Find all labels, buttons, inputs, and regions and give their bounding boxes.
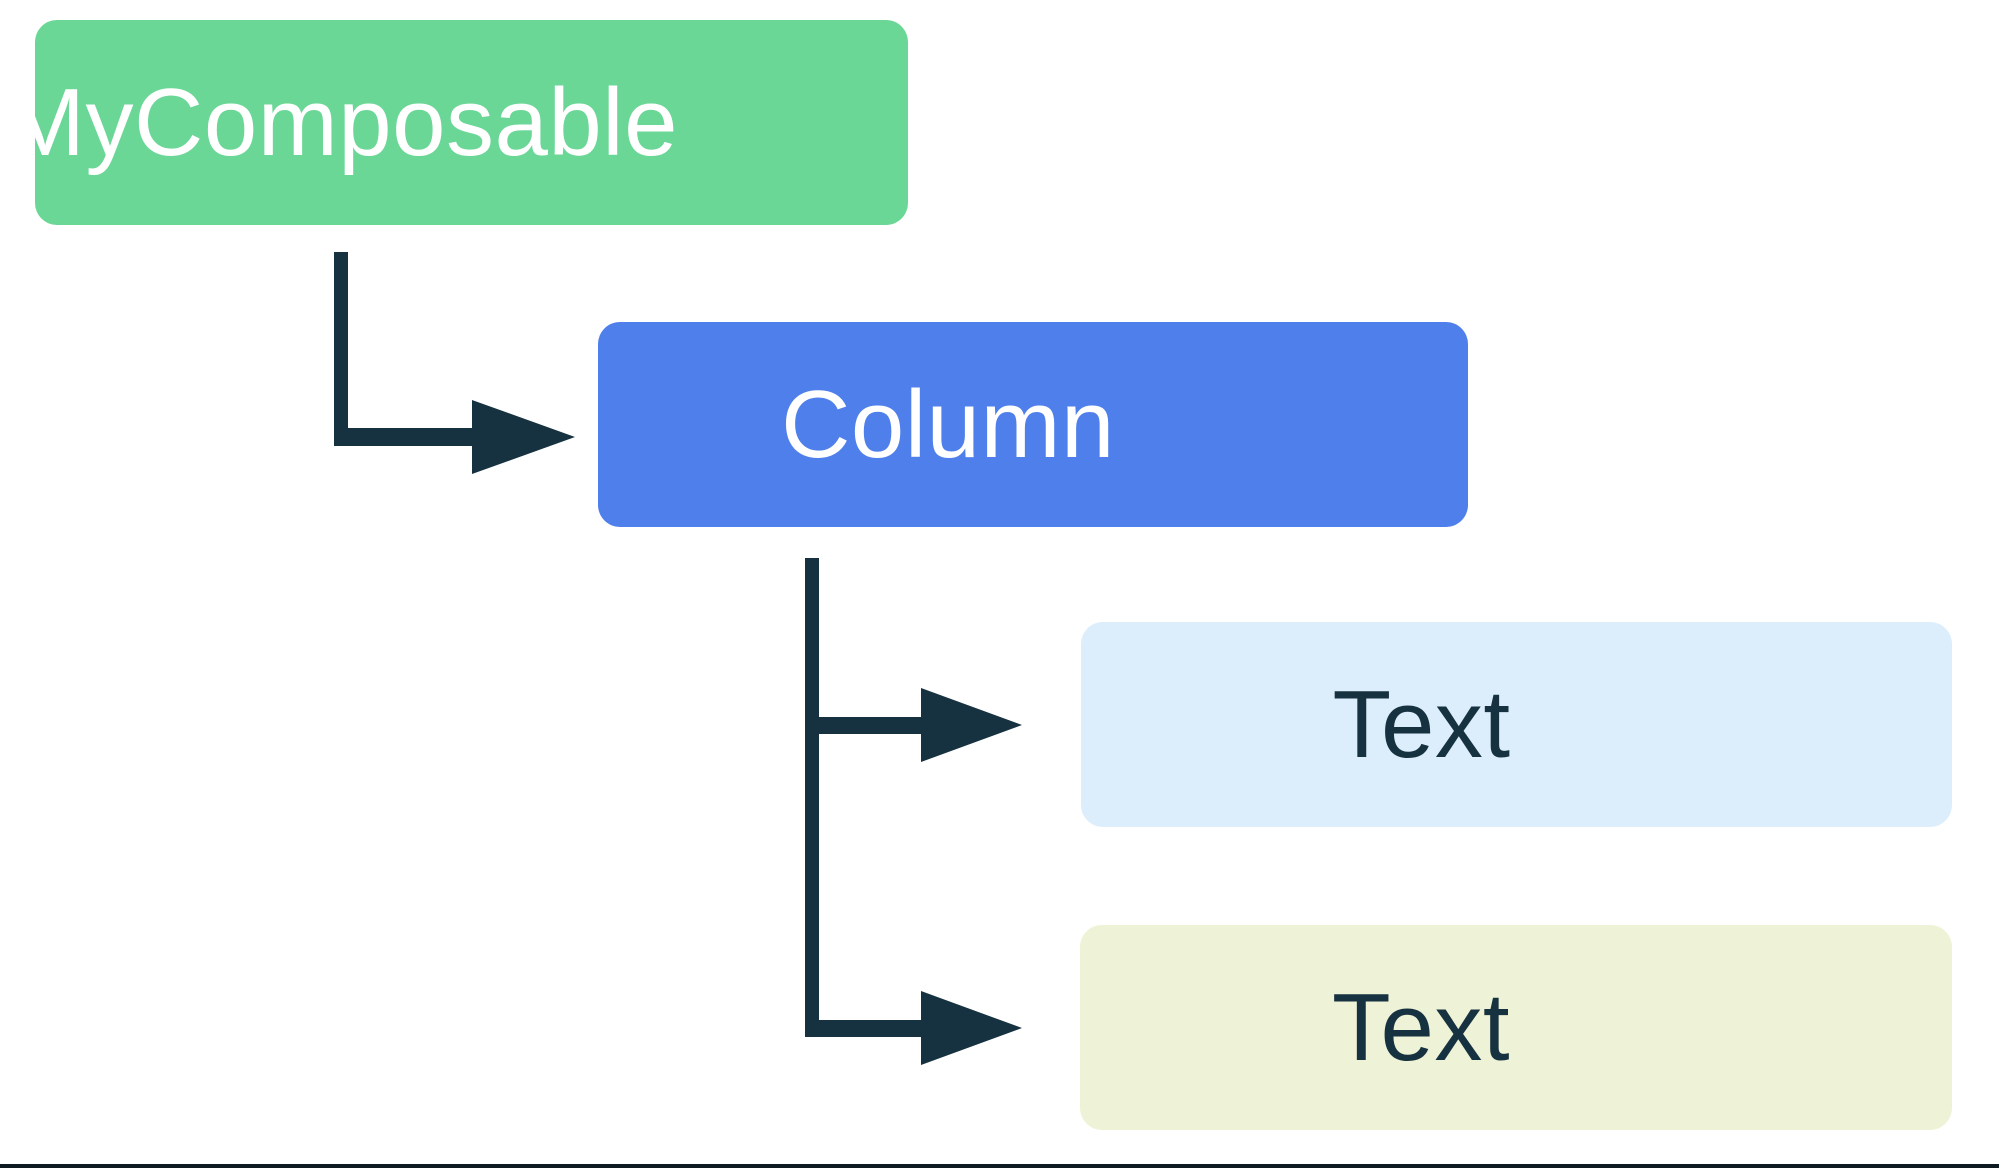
- node-text-first-label: Text: [1332, 670, 1511, 778]
- branch-arrow-text-2: [805, 991, 1022, 1065]
- node-column[interactable]: Column: [598, 322, 1468, 527]
- footer-divider: [0, 1164, 1999, 1168]
- node-mycomposable-label: MyComposable: [5, 68, 678, 176]
- node-mycomposable[interactable]: MyComposable: [5, 20, 908, 225]
- node-text-second[interactable]: Text: [1080, 925, 1952, 1130]
- branch-arrow-text-1: [819, 688, 1022, 762]
- node-text-first[interactable]: Text: [1081, 622, 1952, 827]
- node-column-label: Column: [781, 370, 1115, 478]
- trunk-line: [805, 558, 819, 1034]
- node-text-second-label: Text: [1331, 973, 1511, 1081]
- elbow-arrow-path: [334, 252, 575, 474]
